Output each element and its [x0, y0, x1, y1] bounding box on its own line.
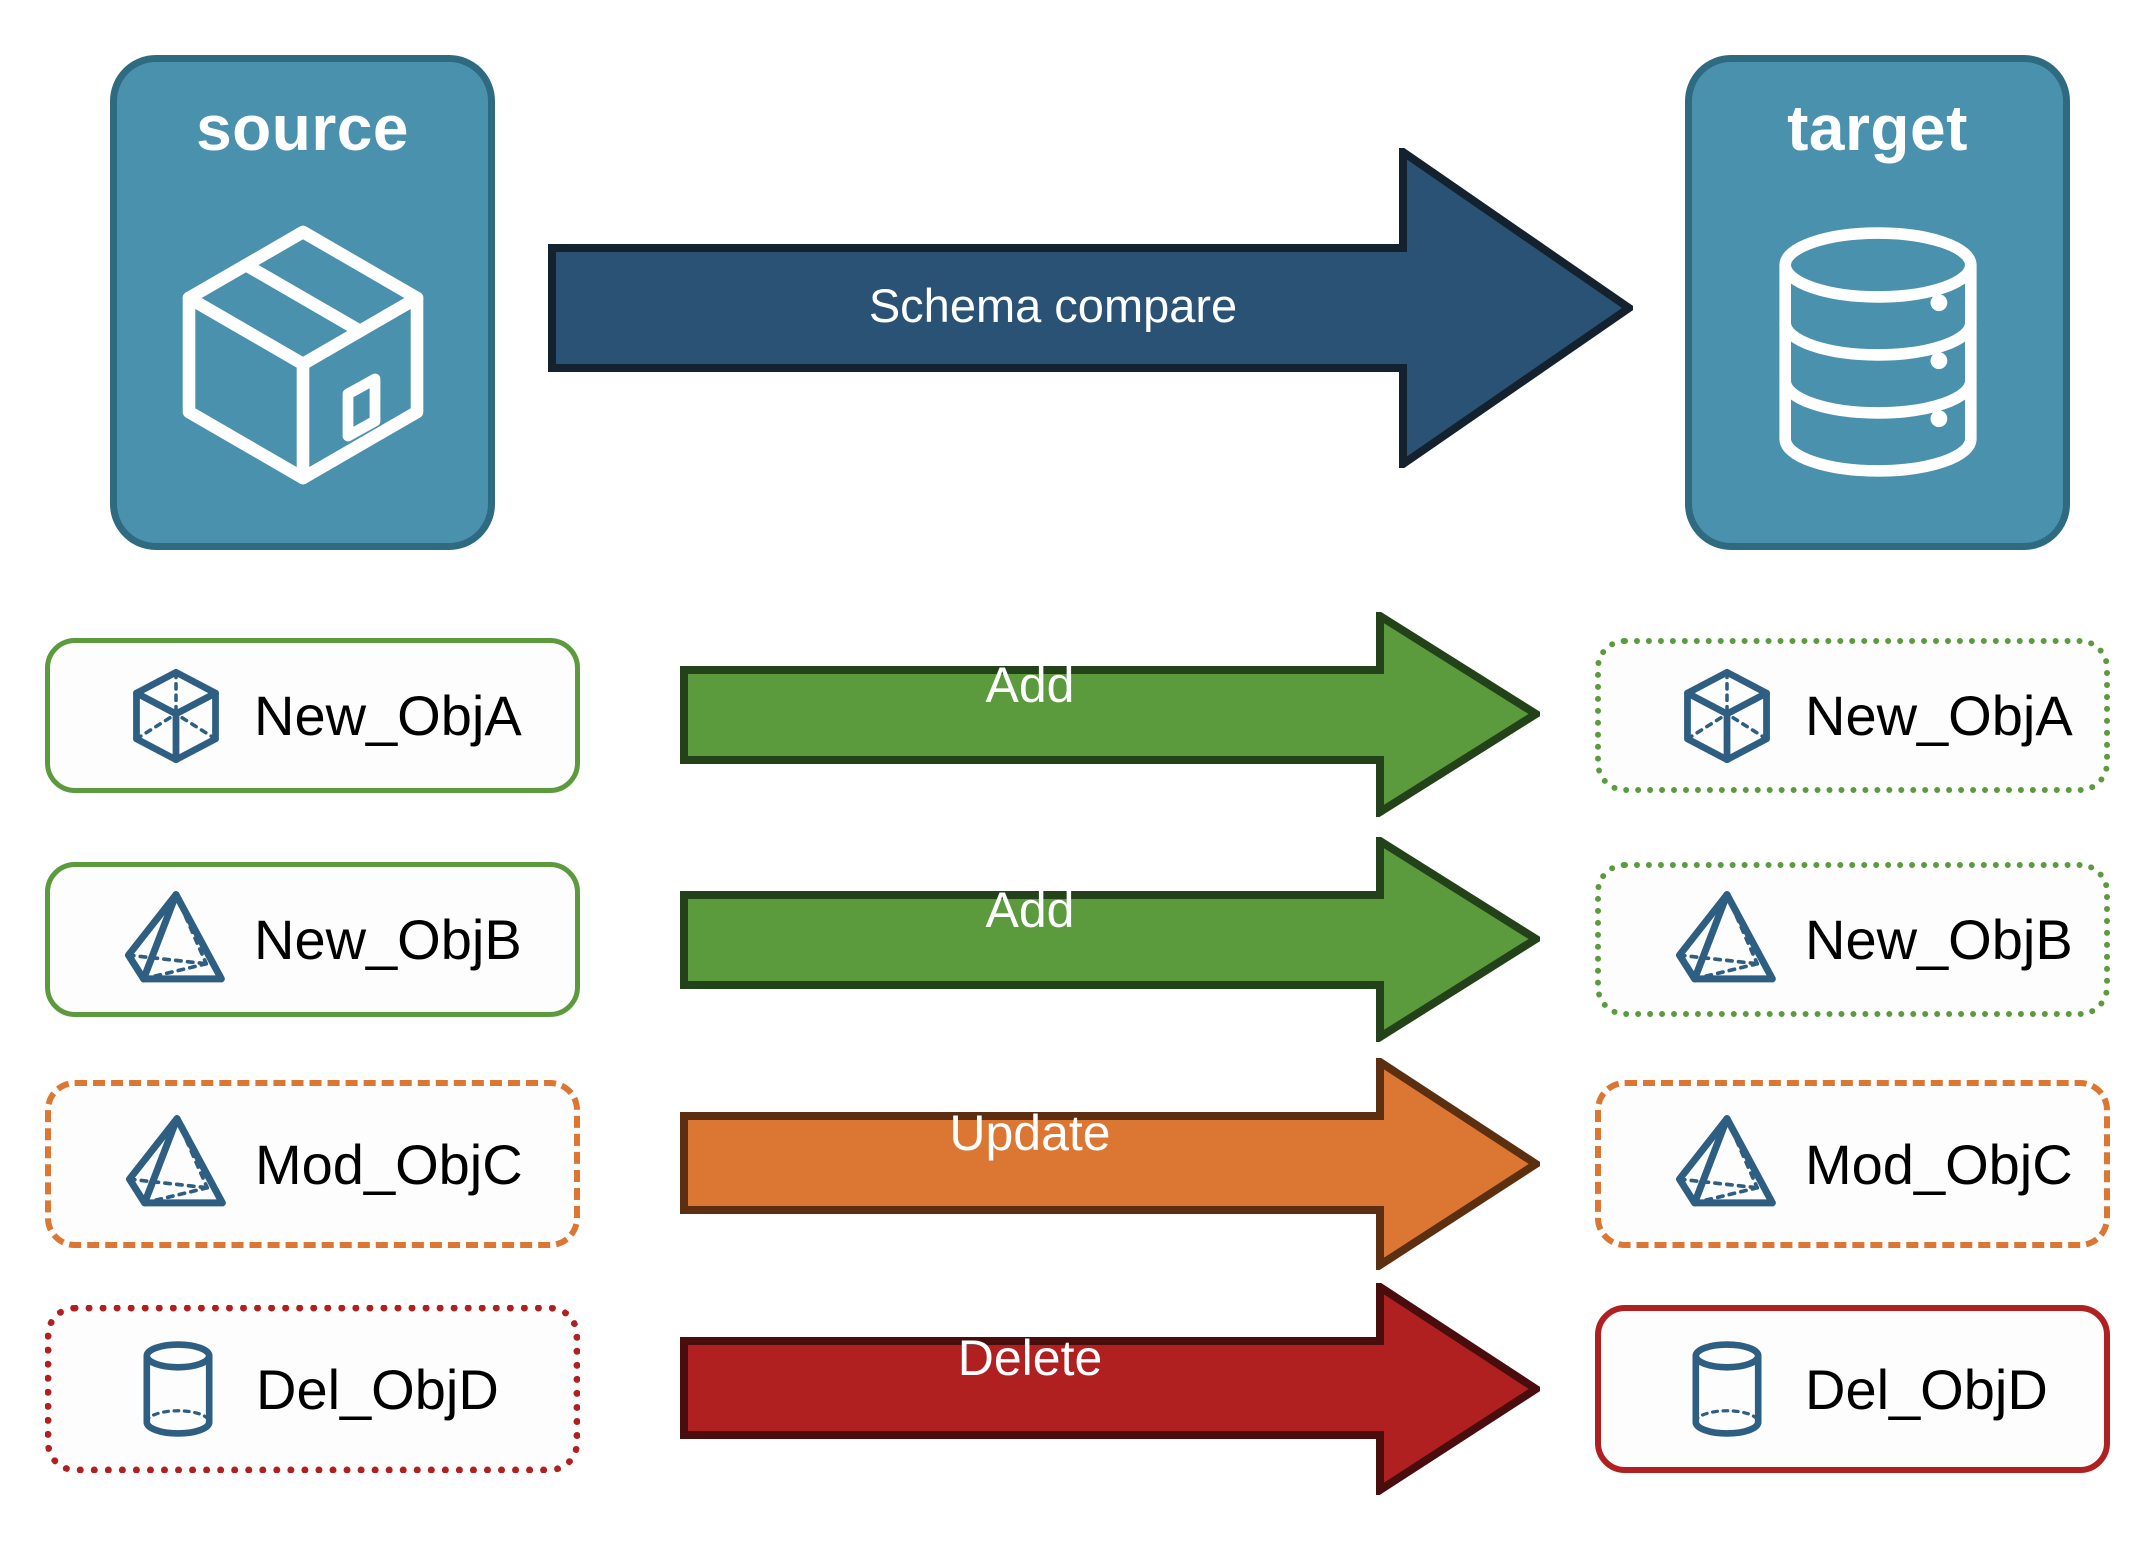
operation-arrow-delete-d	[680, 1283, 1540, 1495]
operation-arrow-add-b	[680, 837, 1540, 1042]
source-endpoint-card: source	[110, 55, 495, 550]
pyramid-wireframe-icon	[1663, 886, 1791, 994]
operation-arrow-add-a	[680, 612, 1540, 817]
target-title: target	[1787, 92, 1968, 164]
source-object-del-objd[interactable]: Del_ObjD	[45, 1305, 580, 1473]
target-object-new-objb[interactable]: New_ObjB	[1595, 862, 2110, 1017]
cube-wireframe-icon	[112, 664, 240, 768]
source-object-new-objb[interactable]: New_ObjB	[45, 862, 580, 1017]
pyramid-wireframe-icon	[112, 886, 240, 994]
source-object-label: New_ObjB	[254, 908, 522, 971]
database-cylinder-icon	[1692, 160, 2063, 543]
target-object-new-obja[interactable]: New_ObjA	[1595, 638, 2110, 793]
operation-arrow-update-c	[680, 1058, 1540, 1270]
target-object-mod-objc[interactable]: Mod_ObjC	[1595, 1080, 2110, 1248]
pyramid-wireframe-icon	[1663, 1110, 1791, 1218]
target-object-label: New_ObjA	[1805, 684, 2073, 747]
source-object-label: Del_ObjD	[256, 1357, 499, 1421]
target-endpoint-card: target	[1685, 55, 2070, 550]
schema-compare-arrow	[548, 148, 1633, 468]
target-object-label: Del_ObjD	[1805, 1357, 2048, 1421]
pyramid-wireframe-icon	[113, 1110, 241, 1218]
cylinder-wireframe-icon	[1663, 1337, 1791, 1441]
target-object-label: New_ObjB	[1805, 908, 2073, 971]
source-title: source	[196, 92, 409, 164]
target-object-del-objd[interactable]: Del_ObjD	[1595, 1305, 2110, 1473]
cylinder-wireframe-icon	[114, 1337, 242, 1441]
package-box-icon	[117, 160, 488, 543]
source-object-label: Mod_ObjC	[255, 1132, 523, 1196]
source-object-label: New_ObjA	[254, 684, 522, 747]
cube-wireframe-icon	[1663, 664, 1791, 768]
source-object-new-obja[interactable]: New_ObjA	[45, 638, 580, 793]
target-object-label: Mod_ObjC	[1805, 1132, 2073, 1196]
source-object-mod-objc[interactable]: Mod_ObjC	[45, 1080, 580, 1248]
